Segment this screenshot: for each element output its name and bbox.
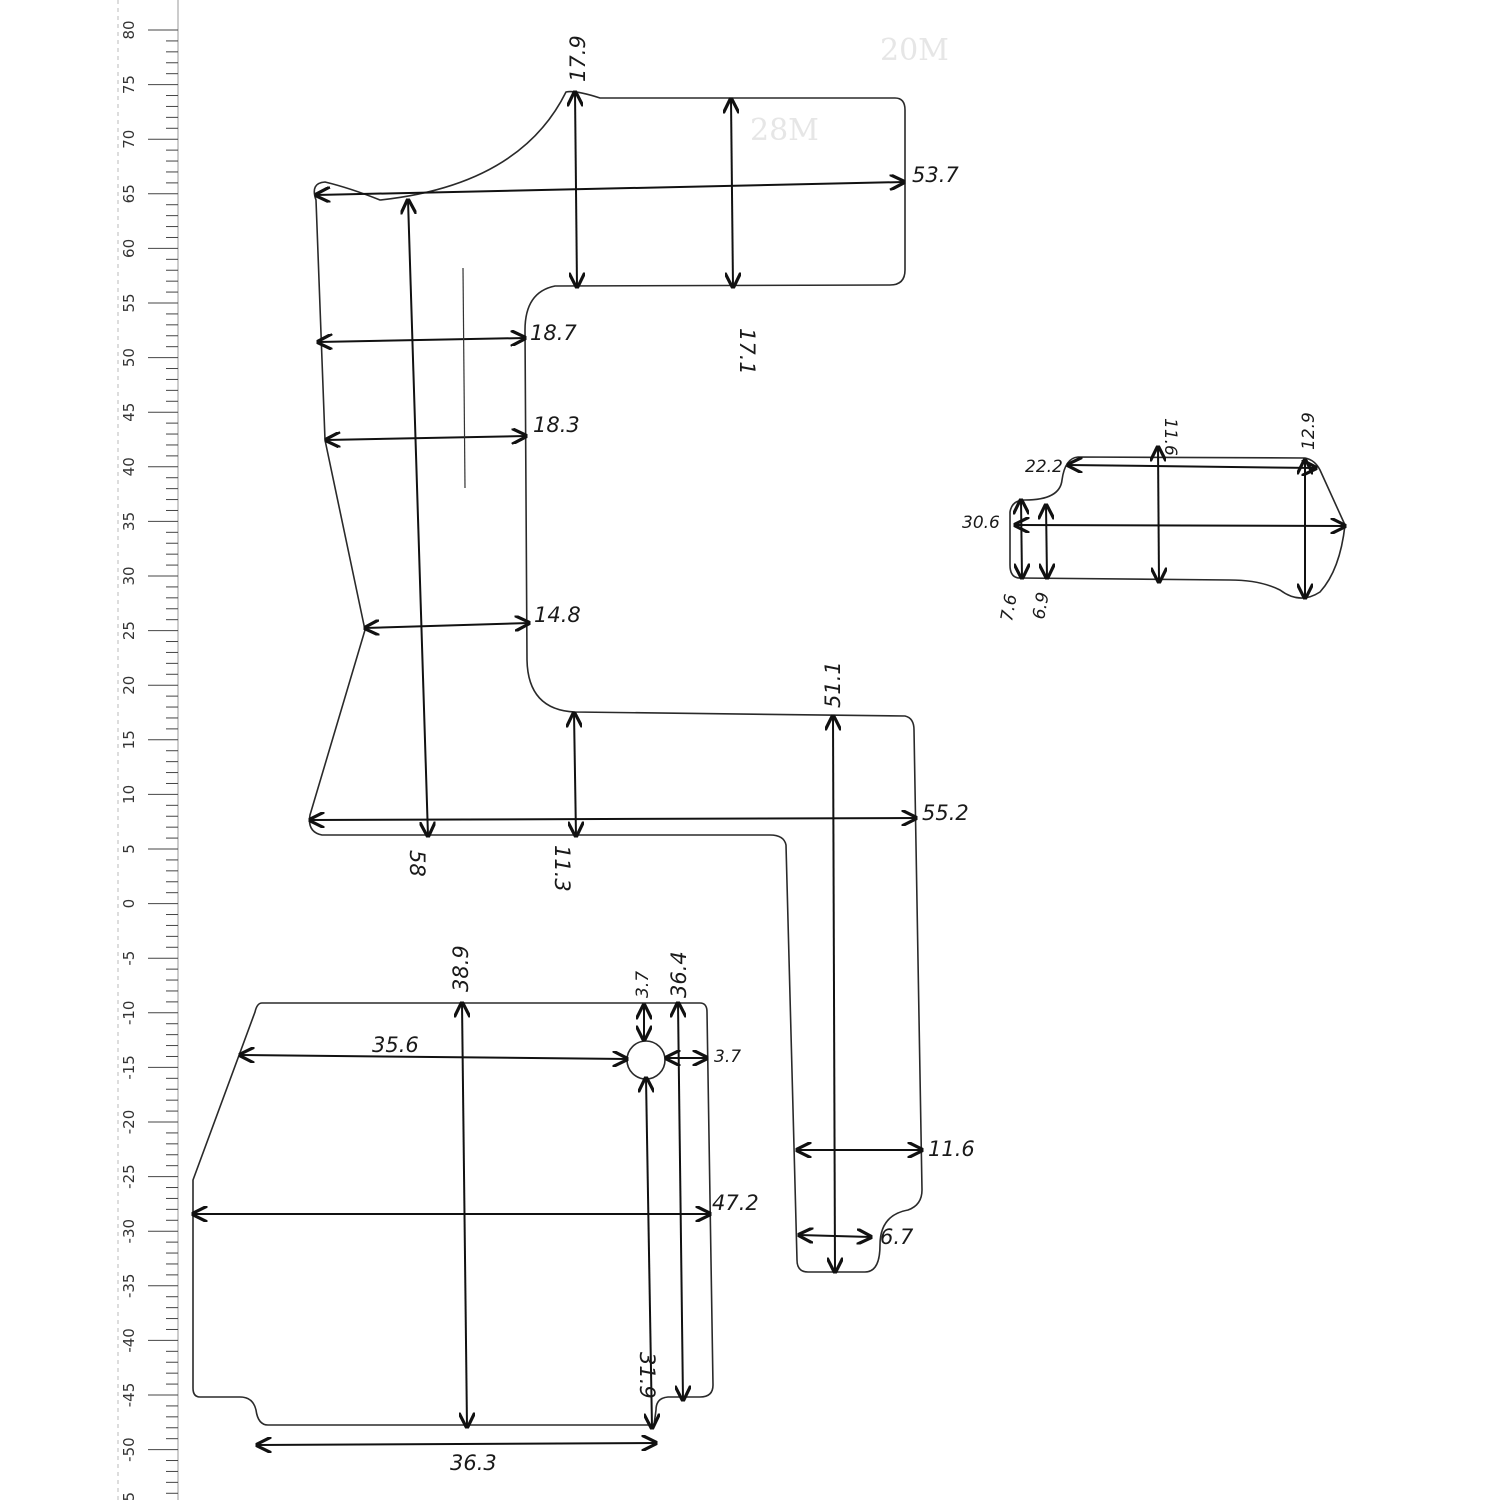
label-11-3: 11.3 <box>550 845 574 892</box>
dim-36-3 <box>257 1443 656 1445</box>
ruler-label: 35 <box>120 512 138 531</box>
ruler-label: 5 <box>120 844 138 854</box>
label-38-9: 38.9 <box>449 945 473 992</box>
label-17-1: 17.1 <box>735 328 759 375</box>
faint-note-line2: 28M <box>750 113 819 148</box>
lower-piece-outline <box>192 1002 714 1426</box>
ruler-label: -40 <box>120 1328 138 1353</box>
ruler-label: -50 <box>120 1437 138 1462</box>
dim-11-3 <box>574 713 576 836</box>
hole <box>626 1040 666 1080</box>
label-22-2: 22.2 <box>1025 457 1063 477</box>
label-17-9: 17.9 <box>566 35 590 82</box>
ruler-label: 70 <box>120 130 138 149</box>
label-55-2: 55.2 <box>922 801 969 825</box>
dim-18-7 <box>318 338 525 342</box>
label-14-8: 14.8 <box>534 603 581 627</box>
label-11-6-small: 11.6 <box>1160 418 1180 456</box>
ruler-label: -45 <box>120 1383 138 1408</box>
dim-55-2 <box>310 818 916 820</box>
dim-31-9 <box>646 1078 652 1428</box>
ruler-labels: 80757065605550454035302520151050-5-10-15… <box>120 20 138 1500</box>
label-3-7-top: 3.7 <box>633 971 653 998</box>
ruler-label: -10 <box>120 1001 138 1026</box>
ruler-label: -55 <box>120 1492 138 1500</box>
label-6-9: 6.9 <box>1029 591 1053 621</box>
label-3-7-side: 3.7 <box>714 1047 741 1067</box>
ruler-label: 20 <box>120 676 138 695</box>
ruler-label: 15 <box>120 730 138 749</box>
label-47-2: 47.2 <box>712 1191 759 1215</box>
label-58: 58 <box>405 850 429 877</box>
label-36-4: 36.4 <box>667 951 691 998</box>
ruler-label: 10 <box>120 785 138 804</box>
ruler-label: 60 <box>120 239 138 258</box>
ruler-ticks <box>148 29 178 1494</box>
ruler-label: 45 <box>120 403 138 422</box>
ruler-label: 50 <box>120 348 138 367</box>
dim-18-3 <box>326 436 526 440</box>
label-31-9: 31.9 <box>635 1352 659 1399</box>
dim-17-9 <box>575 92 577 287</box>
label-18-3: 18.3 <box>533 413 580 437</box>
dim-51-1 <box>833 716 835 1272</box>
lower-piece: 38.9 3.7 36.4 35.6 3.7 47.2 31.9 36.3 <box>193 945 759 1475</box>
ruler-label: -20 <box>120 1110 138 1135</box>
label-11-6-upper: 11.6 <box>928 1137 975 1161</box>
small-piece-outline <box>1009 456 1346 599</box>
dim-17-1 <box>731 99 733 287</box>
faint-note-line1: 20M <box>880 33 949 68</box>
faint-note: 20M 28M <box>750 33 949 148</box>
dim-6-7 <box>799 1235 871 1237</box>
ruler-label: -30 <box>120 1219 138 1244</box>
dim-53-7 <box>316 182 904 195</box>
label-18-7: 18.7 <box>530 321 577 345</box>
ruler-label: -35 <box>120 1274 138 1299</box>
label-12-9: 12.9 <box>1299 412 1319 450</box>
dim-22-2 <box>1068 465 1316 468</box>
ruler-label: 25 <box>120 621 138 640</box>
dim-35-6 <box>240 1055 627 1059</box>
dim-30-6 <box>1015 525 1345 526</box>
ruler-label: 55 <box>120 293 138 312</box>
label-7-6: 7.6 <box>997 593 1021 623</box>
dim-36-4 <box>678 1003 683 1400</box>
label-35-6: 35.6 <box>372 1033 419 1057</box>
upper-piece: 53.7 17.9 17.1 18.7 18.3 14.8 58 11.3 55… <box>310 35 975 1272</box>
label-53-7: 53.7 <box>912 163 959 187</box>
ruler-label: -15 <box>120 1055 138 1080</box>
dim-58 <box>408 200 428 836</box>
ruler-label: -25 <box>120 1164 138 1189</box>
ruler-label: 65 <box>120 184 138 203</box>
ruler-label: 80 <box>120 20 138 39</box>
label-6-7: 6.7 <box>880 1225 914 1249</box>
dim-11-6-small <box>1158 447 1159 582</box>
ruler-label: 40 <box>120 457 138 476</box>
ruler-label: 75 <box>120 75 138 94</box>
grain-line <box>462 267 466 489</box>
ruler-label: -5 <box>120 951 138 966</box>
label-51-1: 51.1 <box>821 661 845 708</box>
label-36-3: 36.3 <box>450 1451 497 1475</box>
ruler: 80757065605550454035302520151050-5-10-15… <box>117 0 179 1500</box>
ruler-label: 30 <box>120 566 138 585</box>
dim-7-6 <box>1021 500 1022 578</box>
dim-14-8 <box>365 623 529 628</box>
small-piece: 22.2 11.6 12.9 30.6 7.6 6.9 <box>962 412 1345 623</box>
ruler-label: 0 <box>120 899 138 909</box>
dim-6-9 <box>1046 505 1047 578</box>
label-30-6: 30.6 <box>962 513 1000 533</box>
